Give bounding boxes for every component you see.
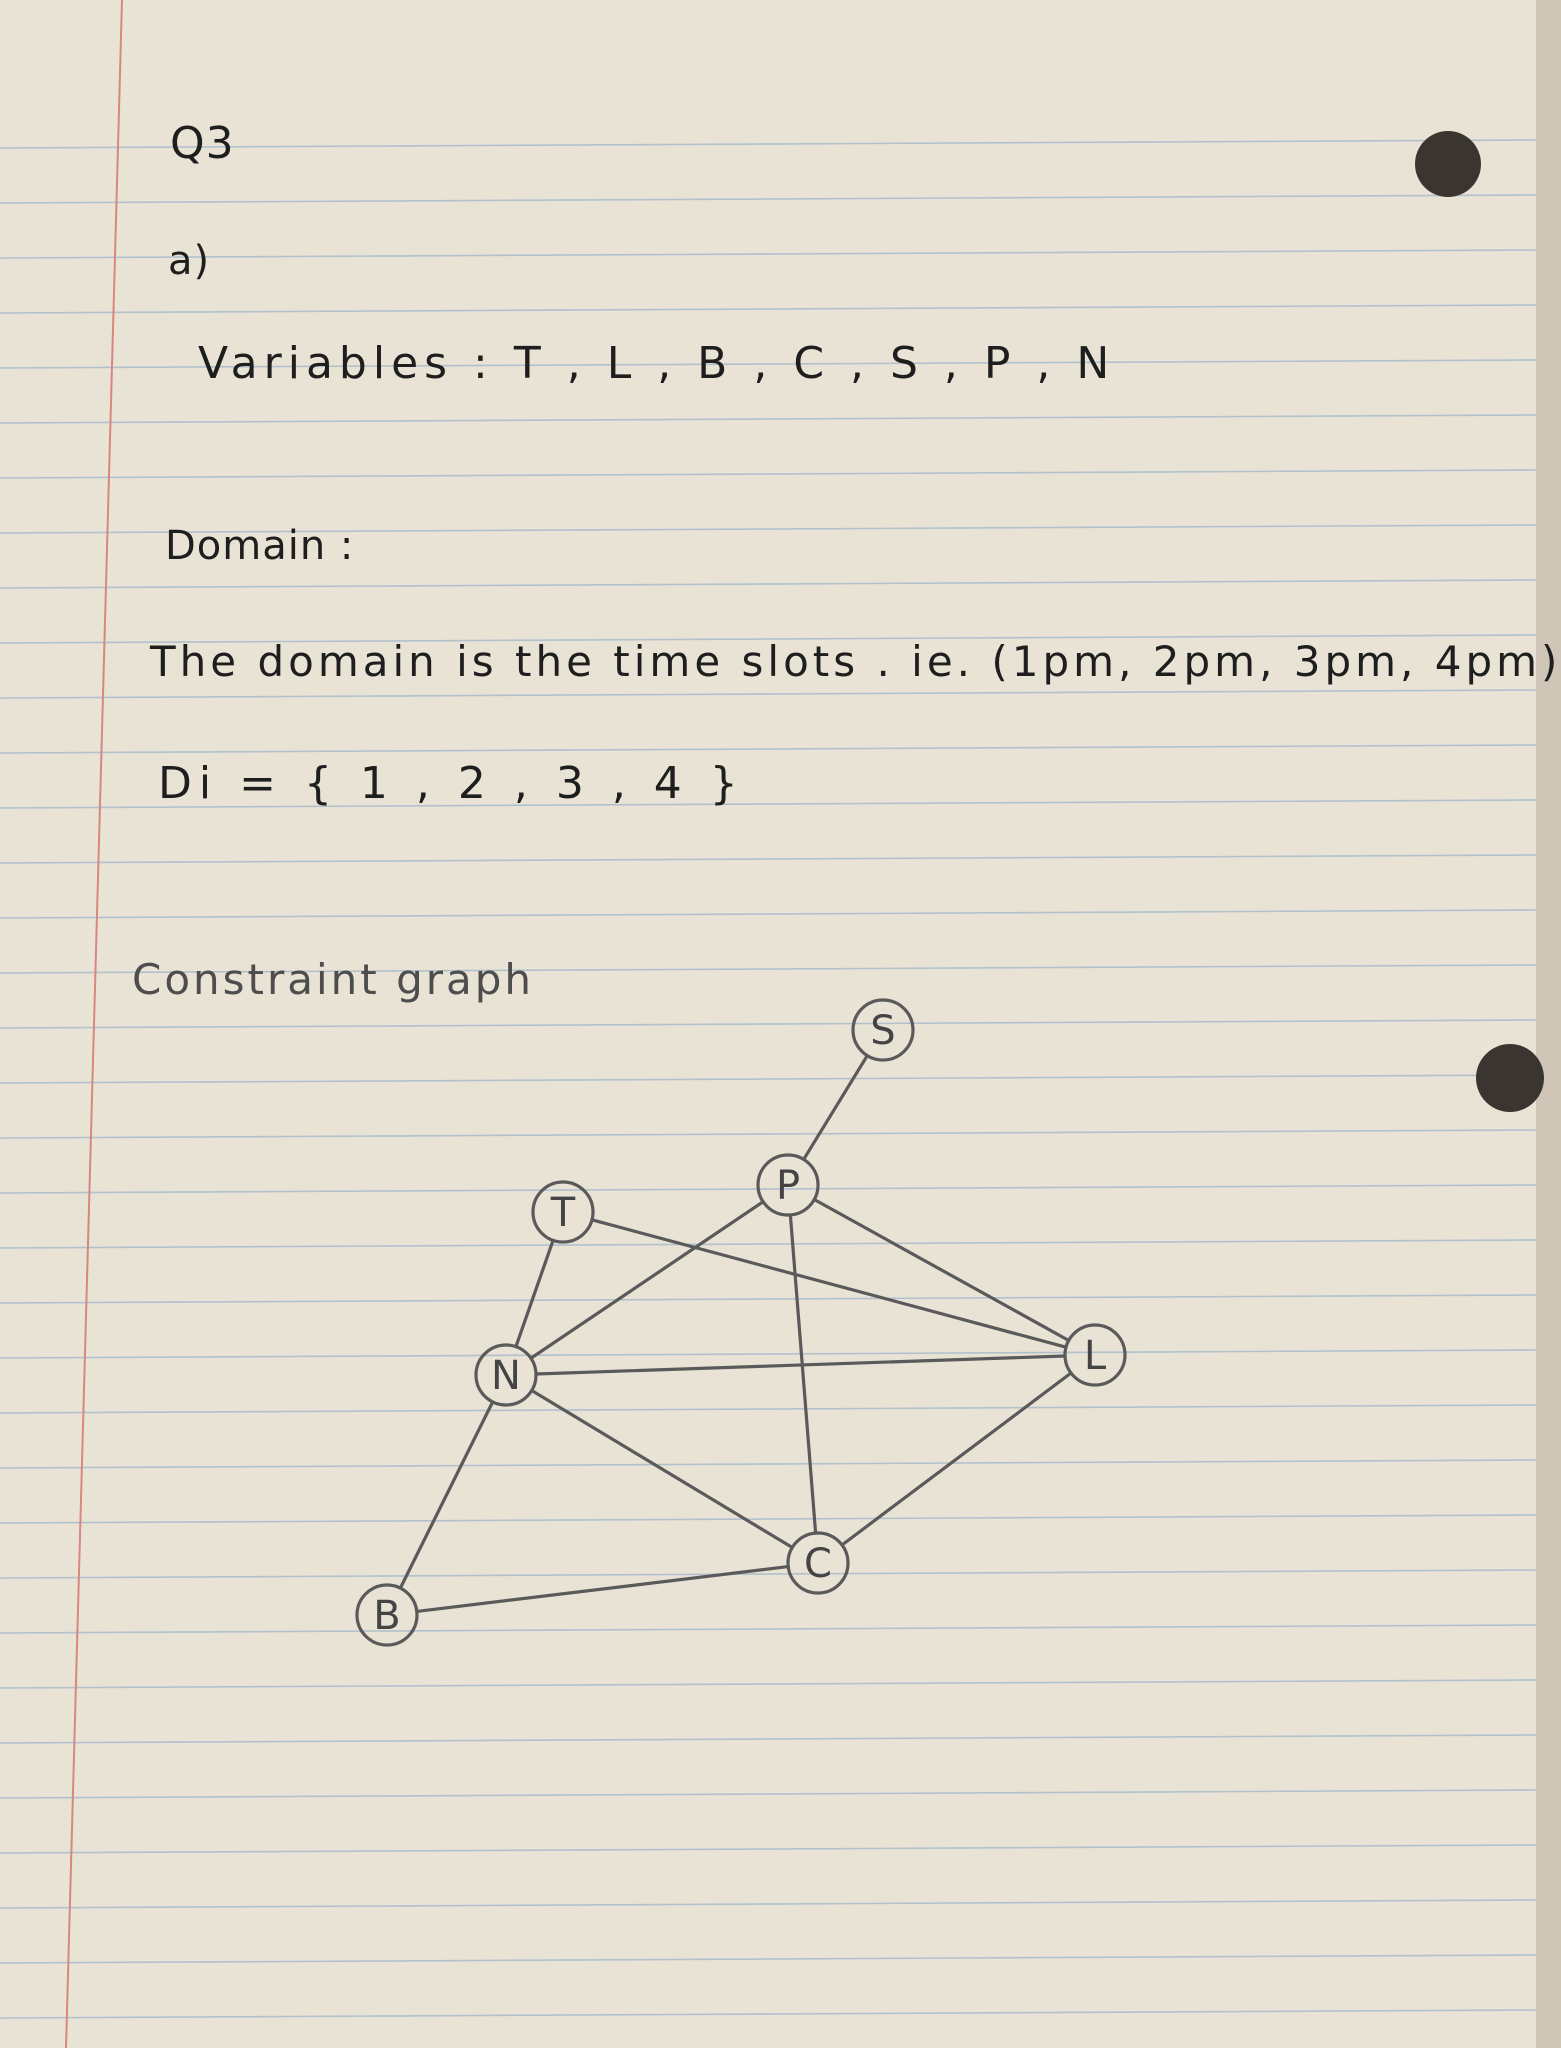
rule-line	[0, 469, 1537, 479]
node-circle	[851, 998, 915, 1062]
node-label: T	[550, 1190, 576, 1236]
rule-line	[0, 1019, 1537, 1029]
rule-line	[0, 689, 1537, 699]
rule-line	[0, 1844, 1537, 1854]
rule-line	[0, 854, 1537, 864]
edge-P-L	[812, 1197, 1071, 1343]
node-P: P	[756, 1153, 820, 1217]
constraint-graph-heading: Constraint graph	[132, 955, 535, 1004]
rule-line	[0, 359, 1537, 369]
node-L: L	[1063, 1323, 1127, 1387]
rule-line	[0, 1679, 1537, 1689]
node-S: S	[851, 998, 915, 1062]
rule-line	[0, 1074, 1537, 1084]
rule-line	[0, 304, 1537, 314]
rule-line	[0, 249, 1537, 259]
rule-line	[0, 139, 1537, 149]
node-circle	[531, 1180, 595, 1244]
node-B: B	[355, 1583, 419, 1647]
edge-N-C	[530, 1388, 794, 1550]
domain-sentence: The domain is the time slots . ie. (1pm,…	[150, 637, 1561, 686]
rule-line	[0, 1239, 1537, 1249]
margin-line	[65, 0, 123, 2048]
edge-B-C	[415, 1564, 790, 1614]
node-label: S	[870, 1008, 895, 1054]
variables-line: Variables : T , L , B , C , S , P , N	[198, 338, 1116, 389]
rule-line	[0, 964, 1537, 974]
rule-line	[0, 524, 1537, 534]
edge-P-C	[788, 1213, 818, 1535]
node-circle	[756, 1153, 820, 1217]
edge-T-L	[590, 1218, 1068, 1349]
rule-line	[0, 194, 1537, 204]
rule-line	[0, 744, 1537, 754]
binder-hole-top	[1415, 131, 1481, 197]
rule-line	[0, 1459, 1537, 1469]
node-C: C	[786, 1531, 850, 1595]
rule-line	[0, 1734, 1537, 1744]
rule-line	[0, 1349, 1537, 1359]
rule-line	[0, 1514, 1537, 1524]
part-label: a)	[168, 238, 211, 284]
rule-line	[0, 1899, 1537, 1909]
rule-line	[0, 2009, 1537, 2019]
rule-line	[0, 1129, 1537, 1139]
rule-line	[0, 799, 1537, 809]
edge-T-N	[514, 1238, 555, 1349]
domain-heading: Domain :	[165, 523, 355, 569]
node-label: N	[491, 1353, 521, 1399]
node-circle	[786, 1531, 850, 1595]
node-circle	[1063, 1323, 1127, 1387]
edge-P-N	[529, 1200, 765, 1360]
rule-line	[0, 1184, 1537, 1194]
rule-line	[0, 1789, 1537, 1799]
node-circle	[355, 1583, 419, 1647]
node-circle	[474, 1343, 538, 1407]
binder-hole-middle	[1476, 1044, 1544, 1112]
rule-line	[0, 1294, 1537, 1304]
rule-line	[0, 414, 1537, 424]
question-label: Q3	[170, 118, 235, 169]
rule-line	[0, 1404, 1537, 1414]
edge-S-P	[802, 1053, 869, 1162]
rule-line	[0, 909, 1537, 919]
node-label: P	[776, 1163, 800, 1209]
domain-set: Di = { 1 , 2 , 3 , 4 }	[158, 758, 745, 809]
edge-N-L	[534, 1354, 1067, 1376]
node-label: C	[804, 1541, 832, 1587]
node-T: T	[531, 1180, 595, 1244]
rule-line	[0, 1569, 1537, 1579]
rule-line	[0, 634, 1537, 644]
rule-line	[0, 579, 1537, 589]
rule-line	[0, 1624, 1537, 1634]
edge-N-B	[398, 1400, 495, 1590]
rule-line	[0, 1954, 1537, 1964]
node-N: N	[474, 1343, 538, 1407]
edge-L-C	[840, 1371, 1073, 1547]
node-label: L	[1084, 1333, 1107, 1379]
node-label: B	[373, 1593, 400, 1639]
